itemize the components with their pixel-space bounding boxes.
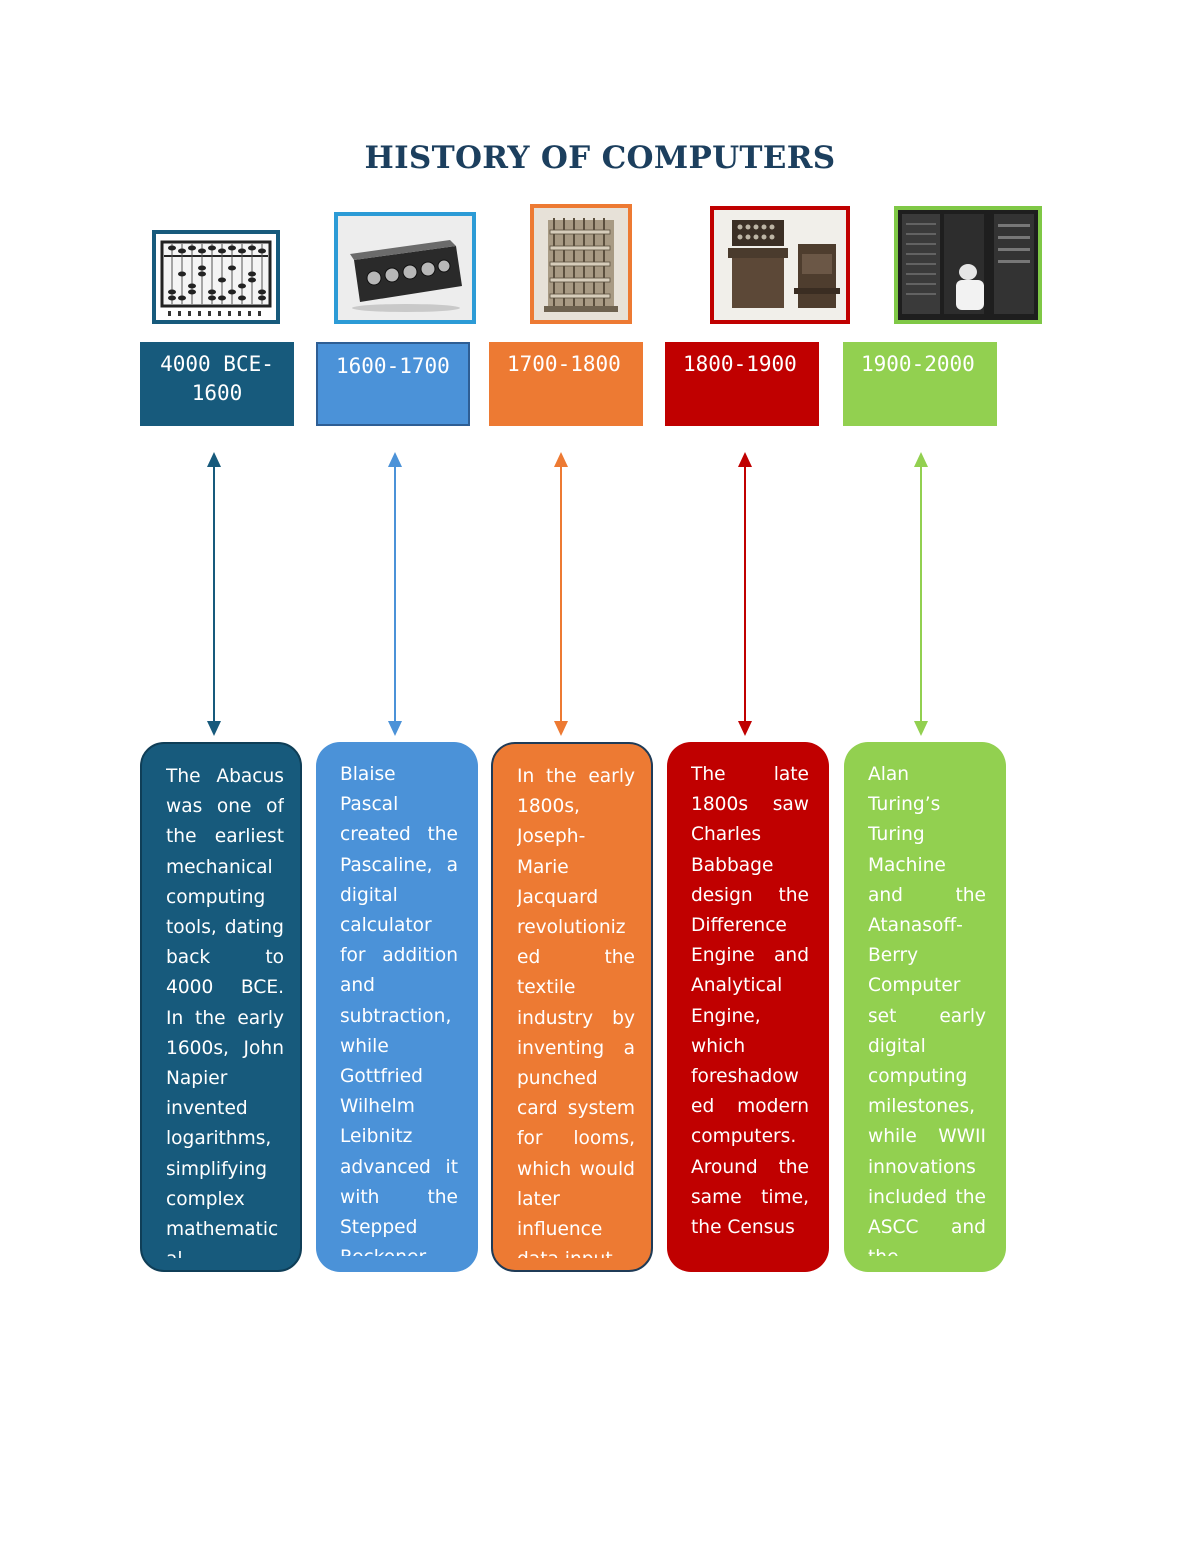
page-title: HISTORY OF COMPUTERS [364, 140, 836, 176]
description-text: In the early 1800s, Joseph-Marie Jacquar… [517, 766, 635, 1258]
double-arrow-2 [388, 452, 402, 736]
double-arrow-4 [738, 452, 752, 736]
double-arrow-5 [914, 452, 928, 736]
period-box-4: 1800-1900 [665, 342, 819, 426]
description-card-5: Alan Turing’s Turing Machine and the Ata… [844, 742, 1006, 1272]
period-label: 1800-1900 [683, 352, 797, 376]
period-box-5: 1900-2000 [843, 342, 997, 426]
period-box-1: 4000 BCE-1600 [140, 342, 294, 426]
description-text: Alan Turing’s Turing Machine and the Ata… [868, 764, 986, 1256]
period-label: 1900-2000 [861, 352, 975, 376]
tabulating-machine-photo [710, 206, 850, 324]
description-card-3: In the early 1800s, Joseph-Marie Jacquar… [491, 742, 653, 1272]
pascaline-photo [334, 212, 476, 324]
period-label: 4000 BCE-1600 [160, 352, 274, 405]
double-arrow-3 [554, 452, 568, 736]
abacus-photo [152, 230, 280, 324]
description-card-4: The late 1800s saw Charles Babbage desig… [667, 742, 829, 1272]
period-box-3: 1700-1800 [489, 342, 643, 426]
description-card-1: The Abacus was one of the earliest mecha… [140, 742, 302, 1272]
description-card-2: Blaise Pascal created the Pascaline, a d… [316, 742, 478, 1272]
double-arrow-1 [207, 452, 221, 736]
difference-engine-photo [530, 204, 632, 324]
period-label: 1600-1700 [336, 354, 450, 378]
description-text: The late 1800s saw Charles Babbage desig… [691, 764, 809, 1239]
description-text: Blaise Pascal created the Pascaline, a d… [340, 764, 458, 1256]
period-box-2: 1600-1700 [316, 342, 470, 426]
early-computer-photo [894, 206, 1042, 324]
period-label: 1700-1800 [507, 352, 621, 376]
description-text: The Abacus was one of the earliest mecha… [166, 766, 284, 1258]
